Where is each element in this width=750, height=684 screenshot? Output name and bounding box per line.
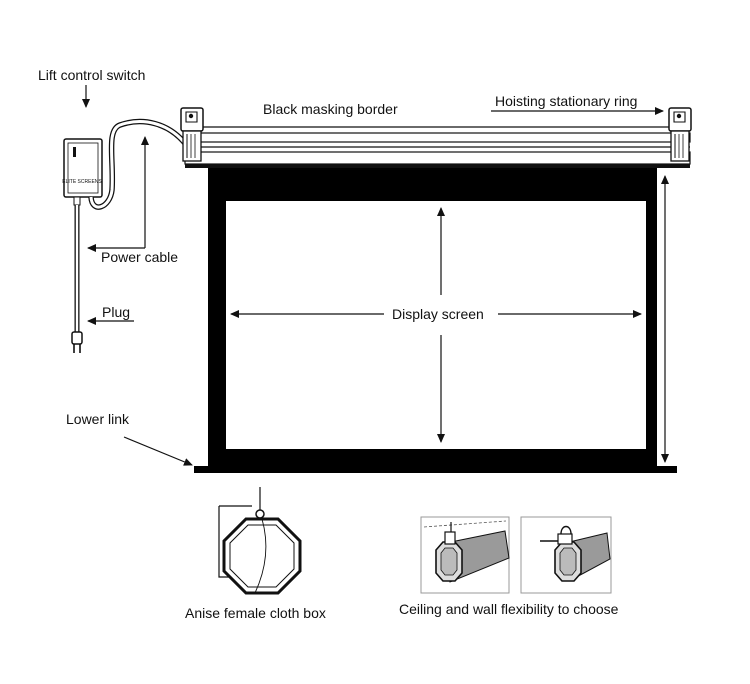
leader-arrows bbox=[82, 85, 664, 466]
hoisting-stationary-ring-label: Hoisting stationary ring bbox=[495, 93, 638, 109]
cloth-box-detail bbox=[218, 487, 302, 595]
wall-mount-detail bbox=[520, 516, 612, 594]
plug-label: Plug bbox=[102, 304, 131, 320]
left-hoisting-bracket bbox=[180, 107, 204, 162]
cloth-box-label: Anise female cloth box bbox=[185, 605, 326, 621]
lift-control-switch-box: ELITE SCREENS bbox=[62, 138, 103, 206]
mounting-flexibility-label: Ceiling and wall flexibility to choose bbox=[399, 601, 619, 617]
display-screen-arrows bbox=[230, 207, 642, 443]
plug bbox=[71, 331, 83, 353]
svg-text:ELITE SCREENS: ELITE SCREENS bbox=[62, 179, 102, 185]
lift-control-switch-label: Lift control switch bbox=[38, 67, 146, 83]
screen-housing bbox=[184, 126, 691, 168]
ceiling-mount-detail bbox=[420, 516, 510, 594]
display-screen-label: Display screen bbox=[386, 306, 490, 322]
right-hoisting-bracket bbox=[668, 107, 692, 162]
cable bbox=[88, 118, 193, 210]
black-masking-border-label: Black masking border bbox=[263, 101, 398, 117]
lower-link-label: Lower link bbox=[66, 411, 130, 427]
power-cable-label: Power cable bbox=[101, 249, 179, 265]
